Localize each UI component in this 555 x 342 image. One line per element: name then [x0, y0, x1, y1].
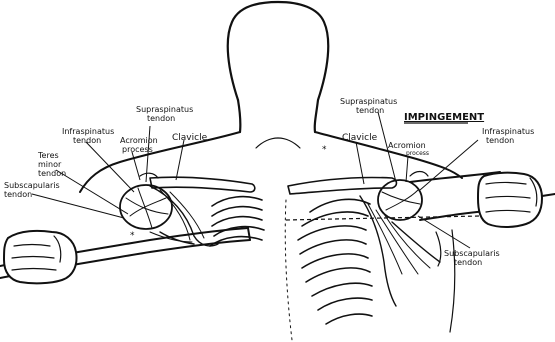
marker-right: * — [322, 145, 327, 155]
acromion-label-right-2: process — [406, 150, 429, 157]
subscapularis-label-right-1: Subscapularis — [444, 249, 500, 258]
infraspinatus-label-right-2: tendon — [486, 136, 514, 145]
subscapularis-label-left-2: tendon — [4, 190, 32, 199]
right-hand — [478, 173, 555, 227]
marker-left: * — [130, 231, 135, 241]
supraspinatus-label-right-2: tendon — [356, 106, 384, 115]
subscapularis-label-left-1: Subscapularis — [4, 181, 60, 190]
subscapularis-label-right-2: tendon — [454, 258, 482, 267]
supraspinatus-label-right-1: Supraspinatus — [340, 97, 397, 106]
acromion-label-right-1: Acromion — [388, 141, 426, 150]
clavicle-label-left: Clavicle — [172, 133, 208, 143]
infraspinatus-label-right-1: Infraspinatus — [482, 127, 534, 136]
acromion-label-left-2: process — [122, 145, 153, 154]
infraspinatus-label-left-1: Infraspinatus — [62, 127, 114, 136]
clavicle-label-right: Clavicle — [342, 133, 378, 143]
teres-label-line3: tendon — [38, 169, 66, 178]
supraspinatus-label-left-1: Supraspinatus — [136, 105, 193, 114]
supraspinatus-label-left-2: tendon — [147, 114, 175, 123]
teres-label-line2: minor — [38, 160, 62, 169]
left-shoulder-anatomy — [120, 173, 264, 246]
impingement-title: IMPINGEMENT — [404, 112, 484, 123]
head-outline — [228, 2, 329, 132]
acromion-label-left-1: Acromion — [120, 136, 158, 145]
left-arm — [0, 228, 250, 283]
teres-label-line1: Teres — [37, 151, 59, 160]
infraspinatus-label-left-2: tendon — [73, 136, 101, 145]
